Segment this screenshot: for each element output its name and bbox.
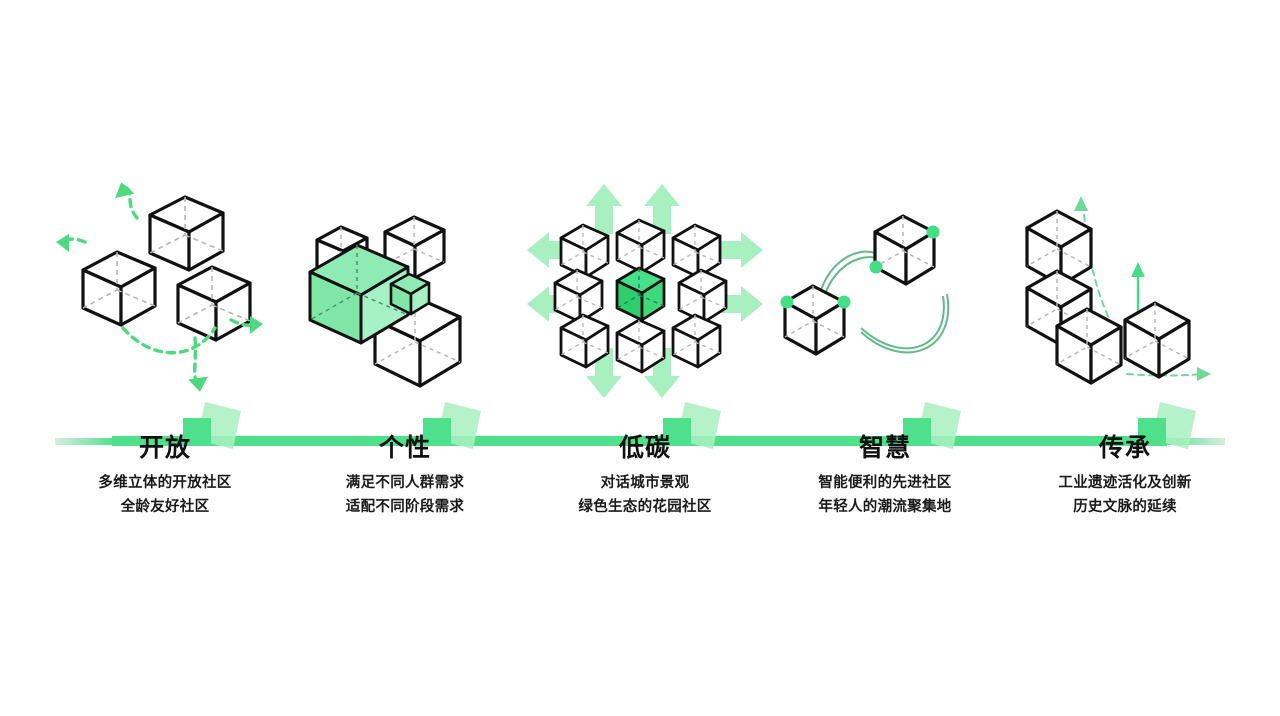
cube-top (148, 195, 225, 272)
caption-line-2: 全龄友好社区 (120, 498, 210, 515)
cube-small-green (389, 272, 431, 316)
cube-upper-right (873, 214, 936, 286)
cube-lower-left (783, 284, 846, 356)
concept-column-heritage: 传承 工业遗迹活化及创新 历史文脉的延续 (1005, 180, 1245, 530)
illustration-linked-cubes (765, 180, 1005, 410)
caption-line-1: 工业遗迹活化及创新 (1058, 475, 1192, 491)
concept-column-open: 开放 多维立体的开放社区 全龄友好社区 (45, 180, 285, 530)
illustration-mixed-size-cubes (285, 180, 525, 410)
concept-column-low-carbon: 低碳 对话城市景观 绿色生态的花园社区 (525, 180, 765, 530)
cube-grid (553, 218, 728, 374)
cube-bottom-right (1123, 301, 1191, 379)
caption-line-2: 适配不同阶段需求 (345, 498, 465, 515)
column-caption-open: 多维立体的开放社区 全龄友好社区 (45, 472, 285, 520)
motion-arrow-heads (56, 182, 263, 392)
caption-line-2: 历史文脉的延续 (1073, 498, 1177, 515)
caption-line-2: 绿色生态的花园社区 (578, 498, 712, 515)
connection-nodes (780, 225, 940, 309)
column-title-individuality: 个性 (378, 434, 431, 462)
cube-bottom-left (1055, 307, 1123, 385)
concept-column-smart: 智慧 智能便利的先进社区 年轻人的潮流聚集地 (765, 180, 1005, 530)
column-caption-individuality: 满足不同人群需求 适配不同阶段需求 (285, 472, 525, 520)
caption-line-1: 多维立体的开放社区 (98, 475, 232, 491)
cube-center-green (615, 266, 666, 322)
column-title-smart: 智慧 (858, 434, 911, 462)
column-caption-heritage: 工业遗迹活化及创新 历史文脉的延续 (1005, 472, 1245, 520)
illustration-cube-grid-radiating (525, 180, 765, 410)
column-title-low-carbon: 低碳 (618, 434, 671, 462)
column-caption-low-carbon: 对话城市景观 绿色生态的花园社区 (525, 472, 765, 520)
illustration-three-floating-cubes (45, 180, 285, 410)
illustration-stacked-stepped-cubes (1005, 180, 1245, 410)
column-caption-smart: 智能便利的先进社区 年轻人的潮流聚集地 (765, 472, 1005, 520)
caption-line-1: 智能便利的先进社区 (818, 475, 952, 491)
column-title-heritage: 传承 (1098, 434, 1151, 462)
caption-line-1: 满足不同人群需求 (345, 475, 465, 491)
caption-line-1: 对话城市景观 (600, 475, 690, 491)
caption-line-2: 年轻人的潮流聚集地 (818, 498, 952, 515)
column-title-open: 开放 (138, 434, 191, 462)
concept-column-individuality: 个性 满足不同人群需求 适配不同阶段需求 (285, 180, 525, 530)
cube-left (81, 250, 157, 327)
